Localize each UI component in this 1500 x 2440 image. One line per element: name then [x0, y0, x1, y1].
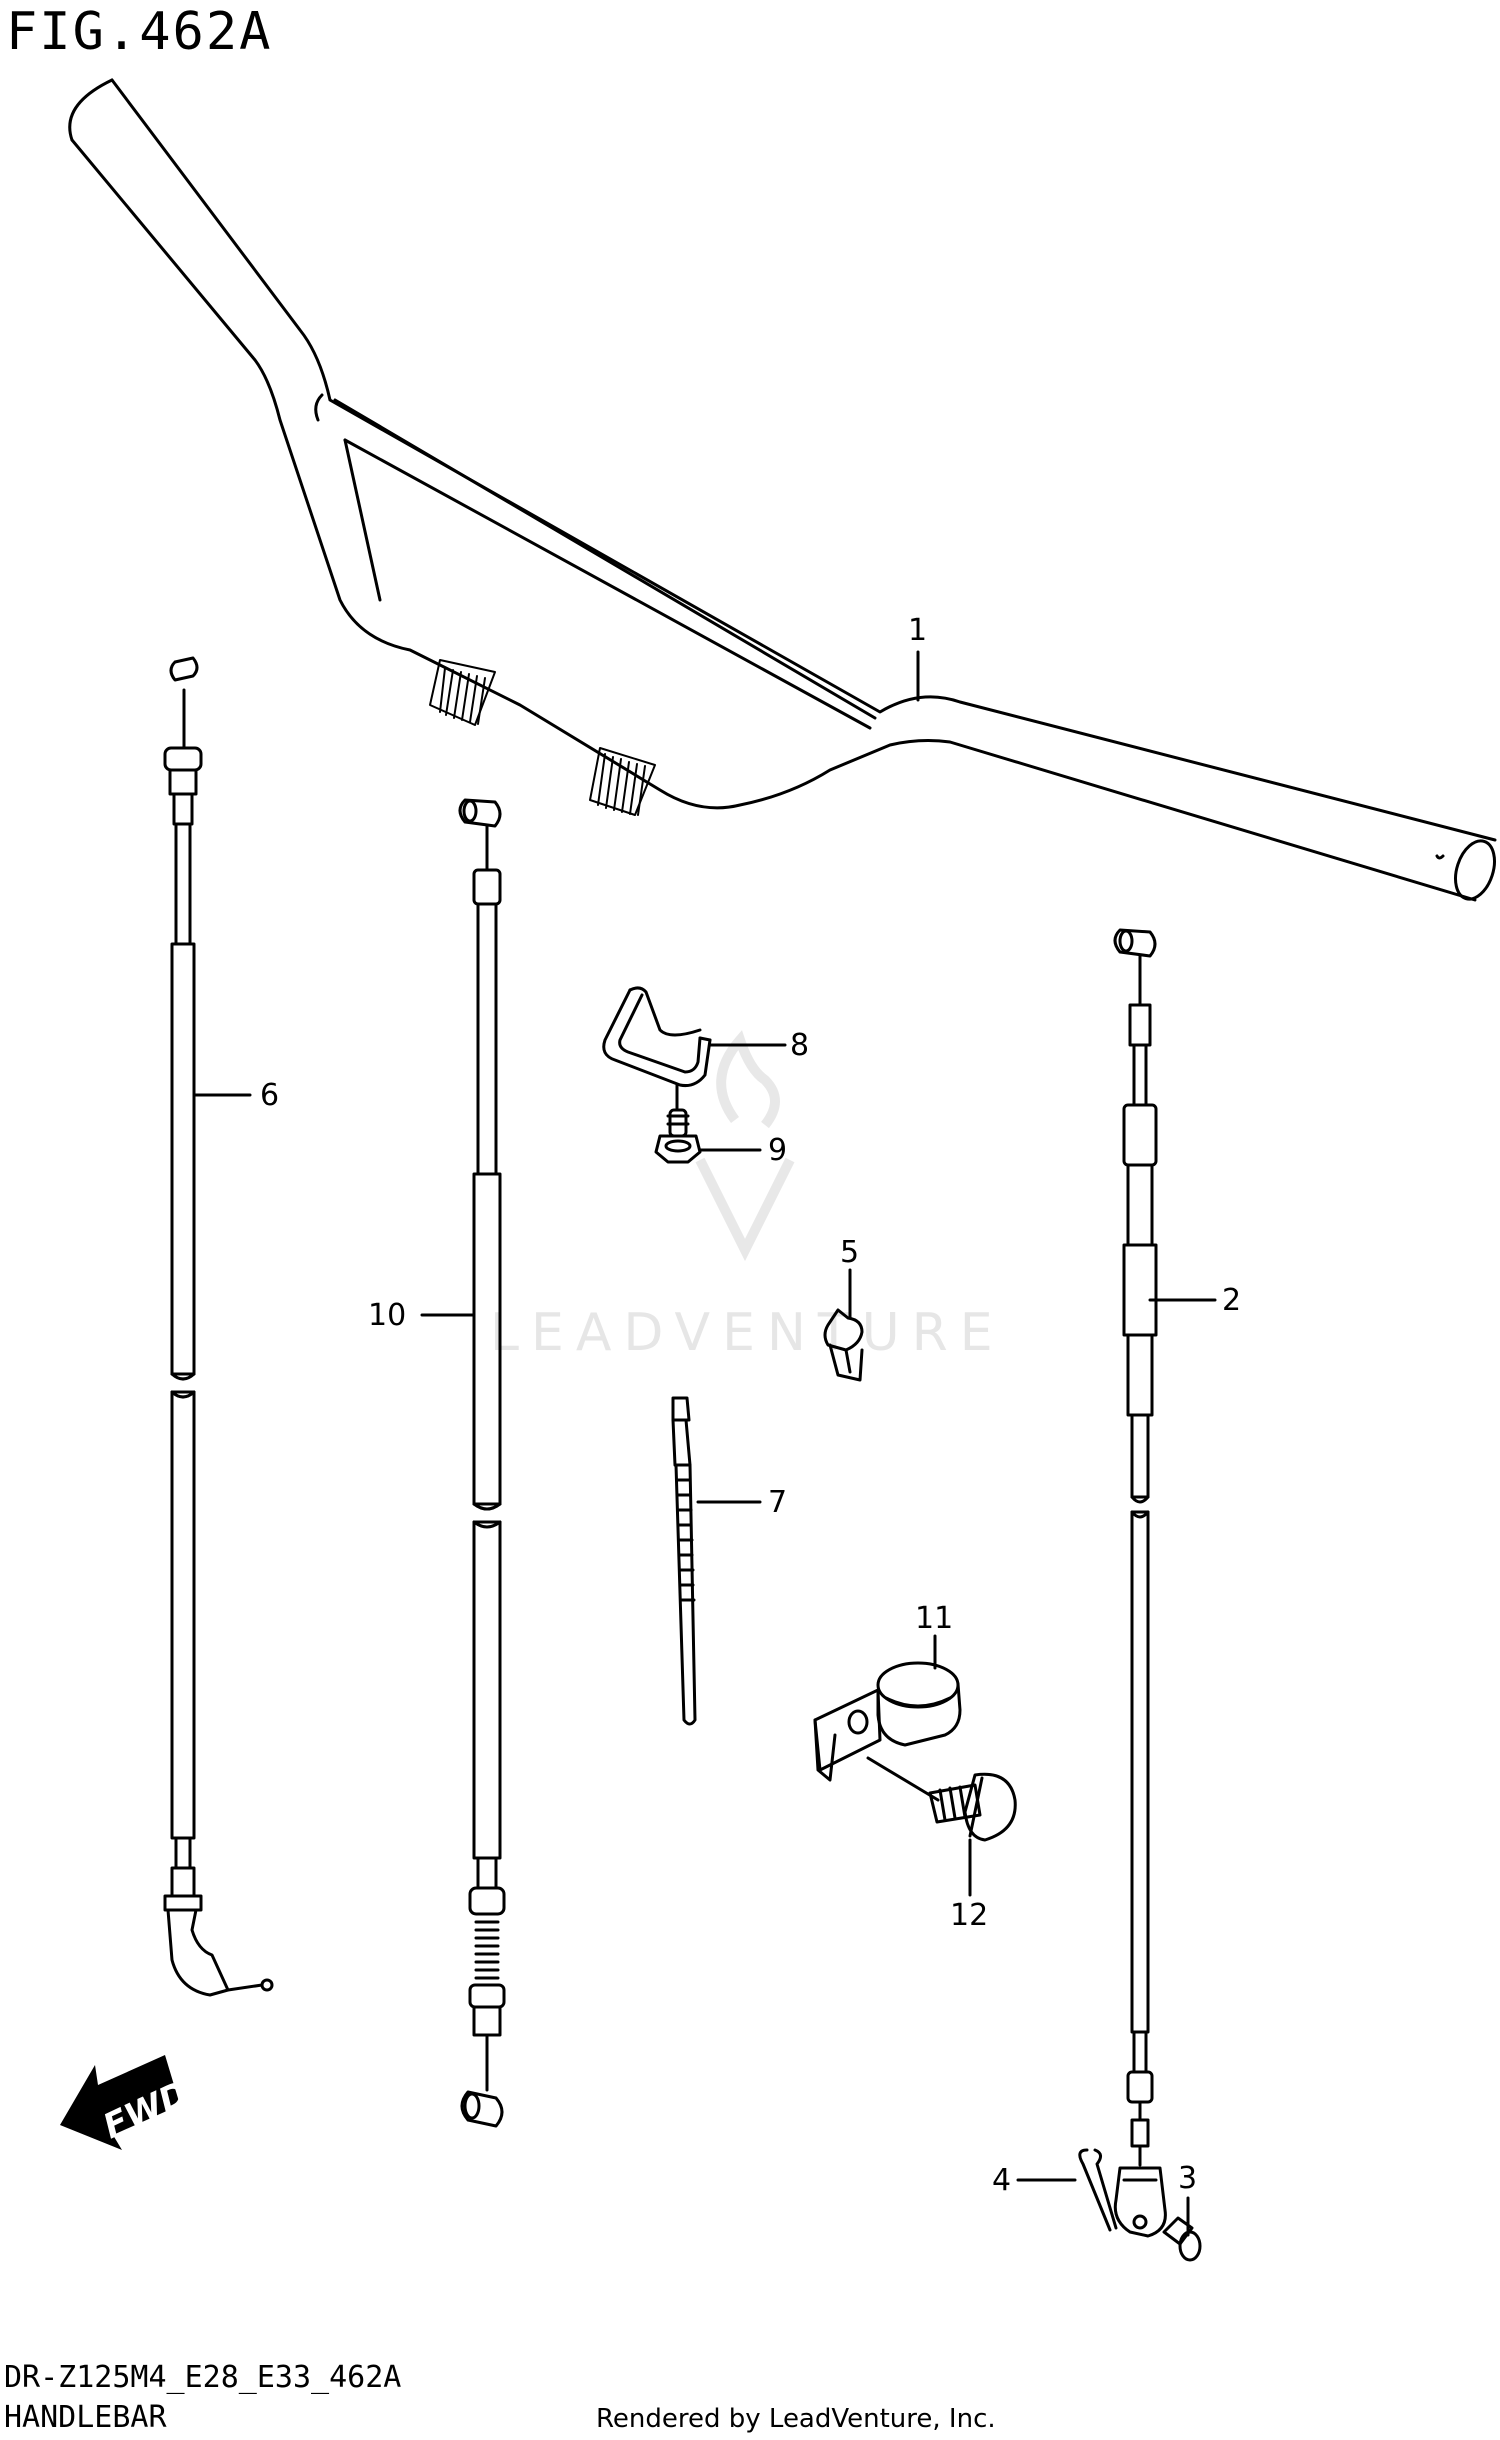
- callout-5[interactable]: 5: [840, 1235, 859, 1270]
- callout-4[interactable]: 4: [992, 2163, 1011, 2198]
- watermark-logo: [695, 1030, 795, 1262]
- leader-line-11b: [866, 1756, 940, 1802]
- cable-tie-part-7[interactable]: [671, 1396, 697, 1726]
- section-title: HANDLEBAR: [4, 2400, 167, 2435]
- callout-7[interactable]: 7: [768, 1485, 787, 1520]
- clamp-part-8[interactable]: [602, 986, 712, 1087]
- diagram-code: DR-Z125M4_E28_E33_462A: [4, 2360, 402, 2395]
- pin-part-3[interactable]: [1162, 2216, 1202, 2262]
- fwd-arrow-icon: FWD: [60, 2055, 195, 2150]
- cable-joint[interactable]: [1113, 2166, 1167, 2238]
- handlebar-part-1[interactable]: [68, 78, 1500, 904]
- cable-part-2[interactable]: [1113, 928, 1158, 2167]
- throttle-cable-part-6[interactable]: [163, 656, 274, 1997]
- callout-12[interactable]: 12: [950, 1898, 988, 1933]
- bolt-part-9[interactable]: [654, 1108, 702, 1164]
- bracket-part-11[interactable]: [813, 1661, 962, 1782]
- callout-3[interactable]: 3: [1178, 2161, 1197, 2196]
- bolt-part-12[interactable]: [928, 1772, 1017, 1842]
- callout-8[interactable]: 8: [790, 1028, 809, 1063]
- callout-11[interactable]: 11: [915, 1601, 953, 1636]
- figure-title: FIG.462A: [6, 2, 273, 62]
- clutch-cable-part-10[interactable]: [458, 798, 506, 2128]
- render-credit: Rendered by LeadVenture, Inc.: [596, 2404, 996, 2434]
- callout-1[interactable]: 1: [908, 613, 927, 648]
- callout-2[interactable]: 2: [1222, 1283, 1241, 1318]
- callout-9[interactable]: 9: [768, 1133, 787, 1168]
- callout-6[interactable]: 6: [260, 1078, 279, 1113]
- cotter-pin-part-4[interactable]: [1078, 2148, 1118, 2232]
- watermark-text: LEADVENTURE: [490, 1303, 1005, 1363]
- callout-10[interactable]: 10: [368, 1298, 406, 1333]
- clip-part-5[interactable]: [823, 1308, 864, 1382]
